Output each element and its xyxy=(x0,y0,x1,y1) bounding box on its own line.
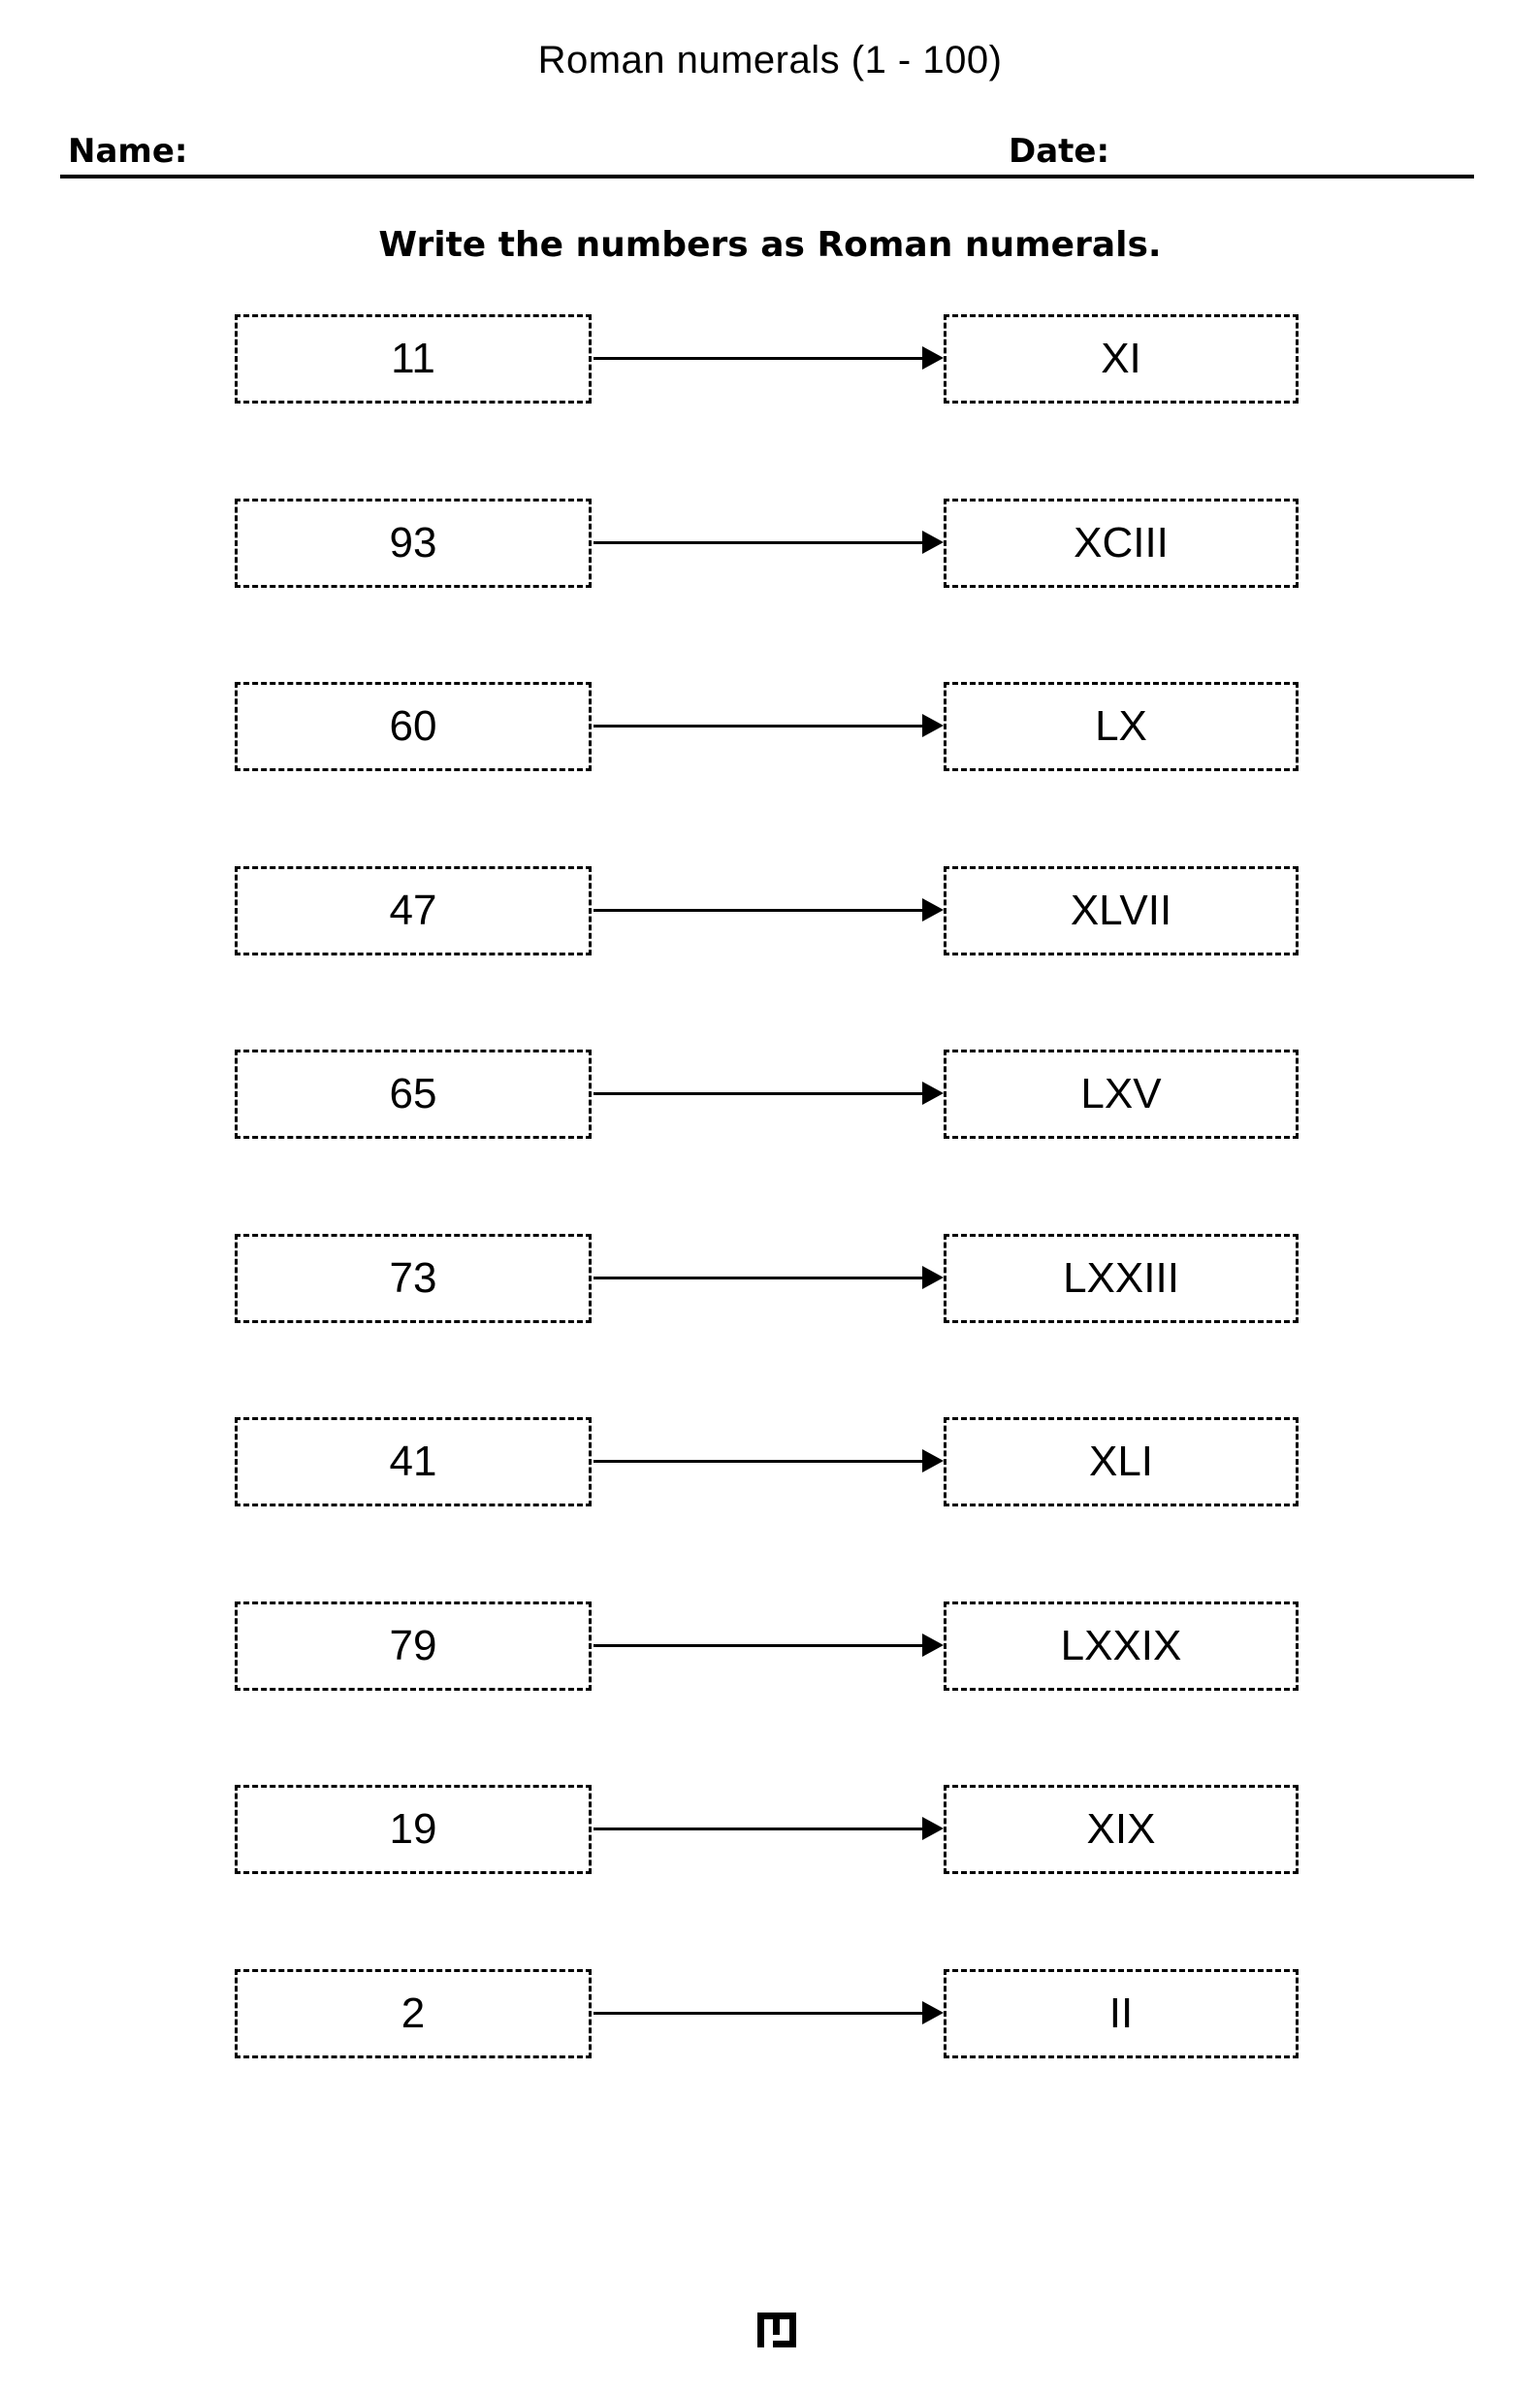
number-box: 93 xyxy=(235,499,592,588)
arrow-line xyxy=(594,2012,925,2015)
roman-numeral-box: XCIII xyxy=(944,499,1299,588)
arrow-line xyxy=(594,357,925,360)
roman-numeral-box: XLVII xyxy=(944,866,1299,955)
roman-numeral-box: LX xyxy=(944,682,1299,771)
arrow-line xyxy=(594,1460,925,1463)
arrow-head-icon xyxy=(922,898,944,922)
roman-numeral-value: LX xyxy=(1095,702,1147,750)
roman-numeral-box: LXXIII xyxy=(944,1234,1299,1323)
number-box: 2 xyxy=(235,1969,592,2058)
roman-numeral-box: II xyxy=(944,1969,1299,2058)
worksheet-title: Roman numerals (1 - 100) xyxy=(537,39,1003,81)
number-value: 47 xyxy=(389,887,437,934)
roman-numeral-value: LXV xyxy=(1080,1070,1162,1117)
roman-numeral-box: LXXIX xyxy=(944,1601,1299,1691)
arrow-head-icon xyxy=(922,1817,944,1840)
arrow-head-icon xyxy=(922,1266,944,1289)
roman-numeral-value: LXXIX xyxy=(1060,1622,1182,1669)
number-box: 19 xyxy=(235,1785,592,1874)
arrow-head-icon xyxy=(922,714,944,737)
roman-numeral-box: XI xyxy=(944,314,1299,404)
number-value: 11 xyxy=(391,335,435,382)
roman-numeral-value: XCIII xyxy=(1074,519,1169,566)
arrow-line xyxy=(594,541,925,544)
matching-row: 79 LXXIX xyxy=(0,1601,1540,1691)
arrow-head-icon xyxy=(922,1449,944,1472)
number-value: 93 xyxy=(389,519,437,566)
matching-row: 65 LXV xyxy=(0,1050,1540,1139)
number-value: 19 xyxy=(389,1805,437,1853)
matching-row: 73 LXXIII xyxy=(0,1234,1540,1323)
arrow-head-icon xyxy=(922,1634,944,1657)
number-value: 79 xyxy=(389,1622,437,1669)
roman-numeral-value: XLI xyxy=(1088,1438,1154,1485)
arrow-line xyxy=(594,1644,925,1647)
number-box: 73 xyxy=(235,1234,592,1323)
roman-numeral-box: XIX xyxy=(944,1785,1299,1874)
number-box: 65 xyxy=(235,1050,592,1139)
name-label: Name: xyxy=(68,132,188,171)
number-box: 47 xyxy=(235,866,592,955)
roman-numeral-box: XLI xyxy=(944,1417,1299,1506)
number-box: 60 xyxy=(235,682,592,771)
roman-numeral-value: LXXIII xyxy=(1063,1254,1179,1302)
arrow-line xyxy=(594,725,925,728)
matching-row: 19 XIX xyxy=(0,1785,1540,1874)
date-label: Date: xyxy=(1009,132,1110,171)
matching-row: 11 XI xyxy=(0,314,1540,404)
roman-numeral-value: XLVII xyxy=(1070,887,1172,934)
arrow-head-icon xyxy=(922,1082,944,1105)
roman-numeral-value: II xyxy=(1108,1990,1134,2037)
matching-row: 41 XLI xyxy=(0,1417,1540,1506)
arrow-line xyxy=(594,909,925,912)
arrow-head-icon xyxy=(922,2001,944,2024)
number-box: 79 xyxy=(235,1601,592,1691)
roman-numeral-value: XI xyxy=(1101,335,1141,382)
roman-numeral-box: LXV xyxy=(944,1050,1299,1139)
number-value: 73 xyxy=(389,1254,437,1302)
number-value: 60 xyxy=(389,702,437,750)
matching-row: 47 XLVII xyxy=(0,866,1540,955)
number-value: 2 xyxy=(401,1990,426,2037)
matching-row: 93 XCIII xyxy=(0,499,1540,588)
number-box: 41 xyxy=(235,1417,592,1506)
arrow-head-icon xyxy=(922,346,944,370)
arrow-head-icon xyxy=(922,531,944,554)
publisher-logo-icon xyxy=(757,2313,796,2347)
header-underline xyxy=(60,175,1474,178)
arrow-line xyxy=(594,1092,925,1095)
arrow-line xyxy=(594,1828,925,1830)
number-box: 11 xyxy=(235,314,592,404)
number-value: 65 xyxy=(389,1070,437,1117)
number-value: 41 xyxy=(389,1438,437,1485)
instruction-text: Write the numbers as Roman numerals. xyxy=(378,225,1162,265)
matching-row: 60 LX xyxy=(0,682,1540,771)
arrow-line xyxy=(594,1277,925,1279)
roman-numeral-value: XIX xyxy=(1086,1805,1156,1853)
matching-row: 2 II xyxy=(0,1969,1540,2058)
